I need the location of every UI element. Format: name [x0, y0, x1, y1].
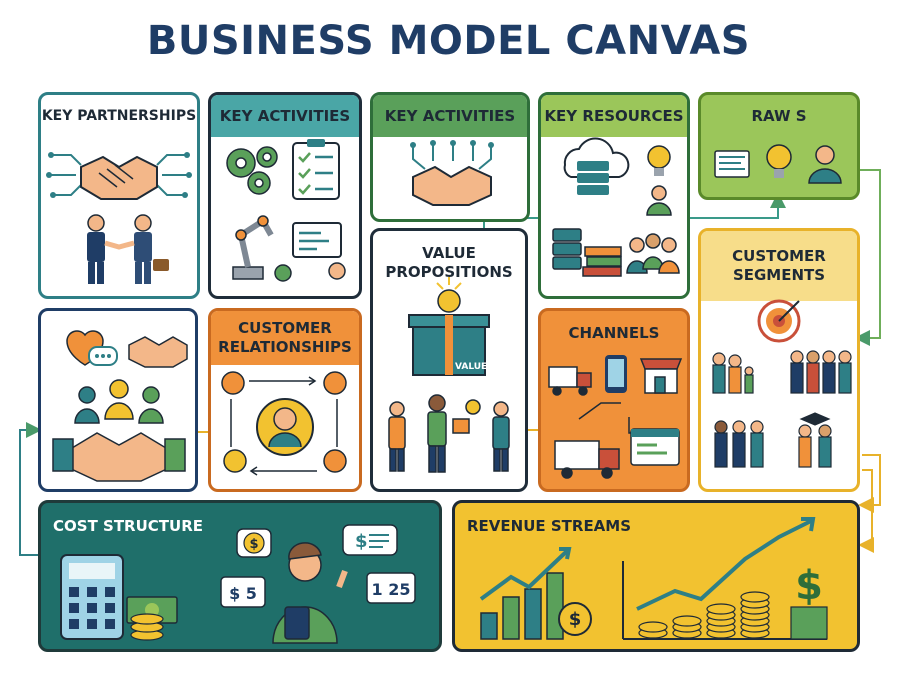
- customer-segments-block: CUSTOMER SEGMENTS: [698, 228, 860, 492]
- revenue-streams-label: REVENUE STREAMS: [467, 516, 632, 535]
- customer-relationships-block: CUSTOMER RELATIONSHIPS: [208, 308, 362, 492]
- revenue-streams-block: REVENUE STREAMS $ $: [452, 500, 860, 652]
- channels-illustration: [548, 355, 683, 479]
- team-icon: [626, 233, 680, 274]
- customer-relationships-label: CUSTOMER RELATIONSHIPS: [211, 311, 359, 365]
- delivery-truck-icon: [554, 440, 620, 479]
- cost-bubble-1-text: $: [249, 537, 258, 552]
- value-box-text: VALUE: [455, 362, 487, 372]
- raws-block: RAW S: [698, 92, 860, 200]
- accountant-icon: [272, 542, 348, 644]
- coin-icon: [558, 602, 592, 636]
- counter-text: 1 25: [372, 580, 411, 599]
- key-partnerships-label: KEY PARTNERSHIPS: [41, 107, 197, 124]
- calculator-icon: [60, 554, 124, 640]
- key-activities-illustration: [226, 139, 346, 282]
- raws-illustration: [714, 144, 842, 184]
- cloud-server-icon: [563, 137, 630, 195]
- channels-block: CHANNELS: [538, 308, 690, 492]
- handshake-icon: [128, 336, 188, 368]
- counter-display: [366, 572, 416, 604]
- community-block: [38, 308, 198, 492]
- checklist-icon: [292, 139, 340, 200]
- customer-cycle-icon: [221, 371, 347, 476]
- key-resources-block: KEY RESOURCES: [538, 92, 690, 299]
- cost-structure-label: COST STRUCTURE: [53, 516, 203, 535]
- business-handshake-icon: [87, 214, 169, 284]
- key-resources-illustration: [552, 137, 680, 277]
- raws-label: RAW S: [751, 106, 807, 125]
- people-exchange-icon: [388, 394, 510, 473]
- key-activities-label: KEY ACTIVITIES: [211, 95, 359, 137]
- channels-label: CHANNELS: [568, 323, 660, 342]
- money-stack-icon: [126, 596, 178, 641]
- value-propositions-block: VALUE PROPOSITIONS VALUE: [370, 228, 528, 492]
- phone-icon: [605, 355, 627, 393]
- big-dollar-sign: $: [795, 563, 823, 609]
- person-icon: [808, 145, 842, 184]
- coin-stacks-chart-icon: [636, 517, 828, 640]
- target-icon: [757, 299, 801, 343]
- hearts-chat-icon: [66, 330, 118, 366]
- key-activities-block: KEY ACTIVITIES: [208, 92, 362, 299]
- cost-structure-block: COST STRUCTURE $ $: [38, 500, 442, 652]
- lightbulb-icon: [647, 145, 671, 176]
- price-tag-text: $ 5: [229, 584, 257, 603]
- presentation-icon: [274, 222, 346, 282]
- server-rack-icon: [552, 228, 582, 270]
- professionals-icon: [790, 350, 852, 394]
- key-activities-secondary-label: KEY ACTIVITIES: [373, 95, 527, 137]
- coin-dollar-text: $: [569, 609, 582, 630]
- lightbulb-icon: [766, 144, 792, 178]
- cost-structure-illustration: $ $ $ 5 1 25: [60, 524, 416, 644]
- customer-segments-illustration: [712, 299, 852, 468]
- page-title: BUSINESS MODEL CANVAS: [146, 18, 751, 64]
- gift-box-icon: [408, 277, 490, 376]
- circuit-handshake-icon: [46, 152, 192, 200]
- bar-chart-icon: [479, 547, 572, 640]
- web-page-icon: [630, 428, 680, 466]
- key-activities-secondary-block: KEY ACTIVITIES: [370, 92, 530, 222]
- revenue-streams-illustration: $ $: [479, 517, 828, 640]
- person-icon: [646, 185, 672, 216]
- robot-arm-icon: [232, 215, 274, 280]
- key-partnerships-illustration: [46, 152, 192, 284]
- price-tag: [220, 576, 266, 608]
- community-illustration: [52, 330, 188, 482]
- circuit-handshake-icon: [410, 140, 494, 206]
- books-icon: [582, 246, 622, 277]
- cost-bubble-2-text: $: [355, 531, 368, 552]
- key-partnerships-block: KEY PARTNERSHIPS: [38, 92, 200, 299]
- family-icon: [712, 352, 754, 394]
- truck-icon: [548, 366, 592, 396]
- gears-icon: [226, 146, 278, 195]
- key-activities-secondary-illustration: [410, 140, 494, 206]
- document-icon: [714, 150, 750, 178]
- graduates-icon: [714, 412, 832, 468]
- customer-relationships-illustration: [221, 371, 347, 476]
- team-hands-icon: [52, 379, 186, 482]
- customer-segments-label: CUSTOMER SEGMENTS: [701, 231, 857, 301]
- store-icon: [639, 358, 683, 394]
- key-resources-label: KEY RESOURCES: [541, 95, 687, 137]
- value-propositions-label: VALUE PROPOSITIONS: [385, 244, 513, 281]
- value-propositions-illustration: VALUE: [388, 277, 510, 473]
